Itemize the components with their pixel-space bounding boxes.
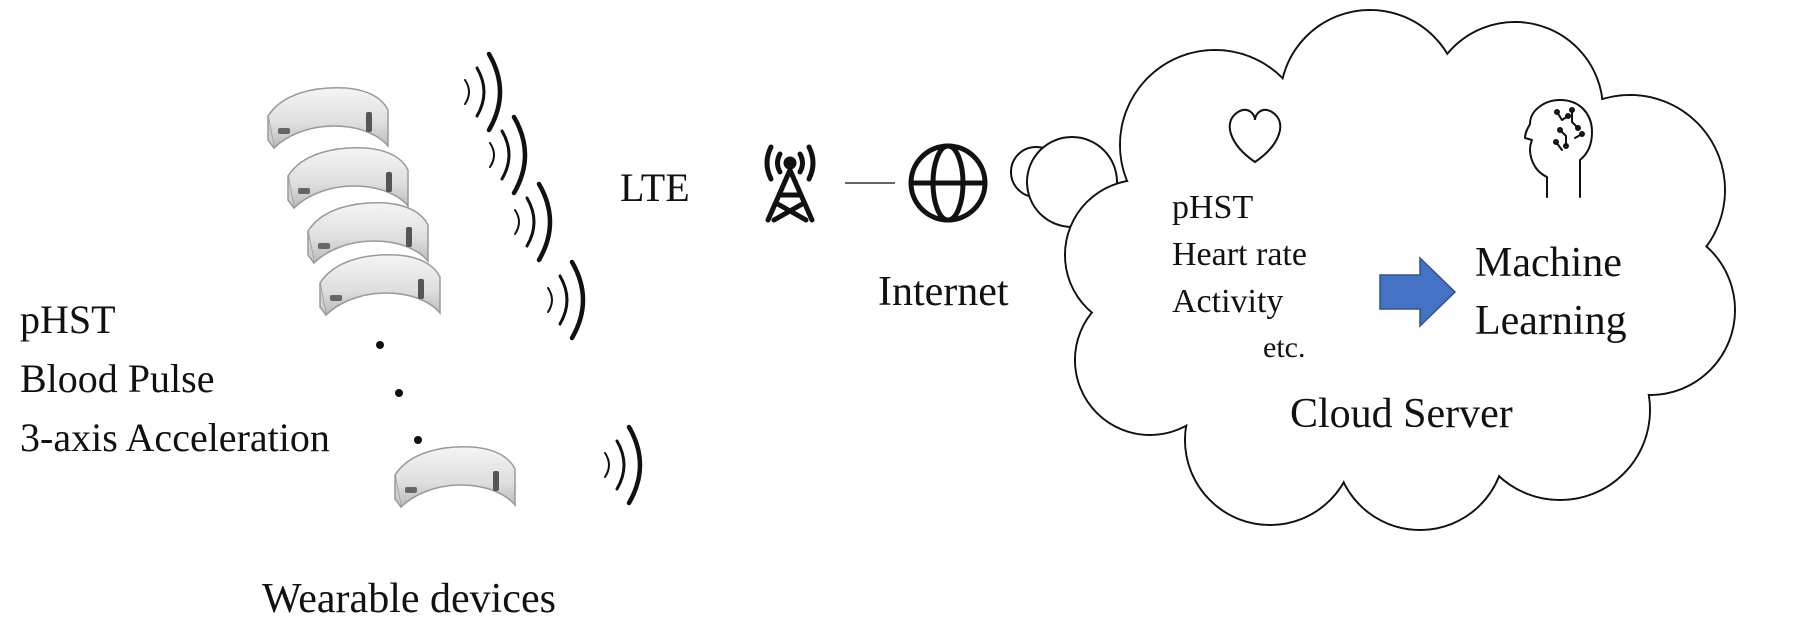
wireless-signal-icon [548, 262, 583, 338]
sensor-label-2: Blood Pulse [20, 356, 214, 401]
wireless-signal-icon [515, 184, 550, 260]
wireless-signals [465, 54, 640, 503]
wearable-devices-label: Wearable devices [262, 576, 556, 622]
process-arrow [1379, 256, 1457, 328]
metric-phst: pHST [1172, 189, 1253, 226]
lte-label: LTE [620, 165, 690, 210]
internet-label: Internet [878, 269, 1009, 315]
wearable-device-icon [267, 86, 389, 149]
ml-label-line1: Machine [1475, 240, 1622, 286]
wearable-device-icon [287, 146, 409, 209]
wearable-device-icon [319, 253, 441, 316]
metric-etc: etc. [1263, 331, 1305, 364]
heart-icon [1228, 108, 1282, 164]
wearable-device-icon [394, 445, 516, 508]
sensor-label-3: 3-axis Acceleration [20, 415, 330, 460]
brain-head-icon [1524, 99, 1593, 198]
antenna-tower-icon [764, 144, 816, 223]
ellipsis-dots [376, 341, 422, 444]
wireless-signal-icon [465, 54, 500, 130]
cloud-server-shape [1064, 9, 1736, 531]
ml-label-line2: Learning [1475, 298, 1627, 344]
wearable-device-icon [307, 201, 429, 264]
wireless-signal-icon [490, 117, 525, 193]
globe-icon [908, 143, 988, 223]
sensor-label-1: pHST [20, 297, 116, 342]
metric-activity: Activity [1172, 283, 1283, 320]
wireless-signal-icon [605, 427, 640, 503]
metric-heart-rate: Heart rate [1172, 236, 1307, 273]
cloud-server-label: Cloud Server [1290, 391, 1513, 437]
